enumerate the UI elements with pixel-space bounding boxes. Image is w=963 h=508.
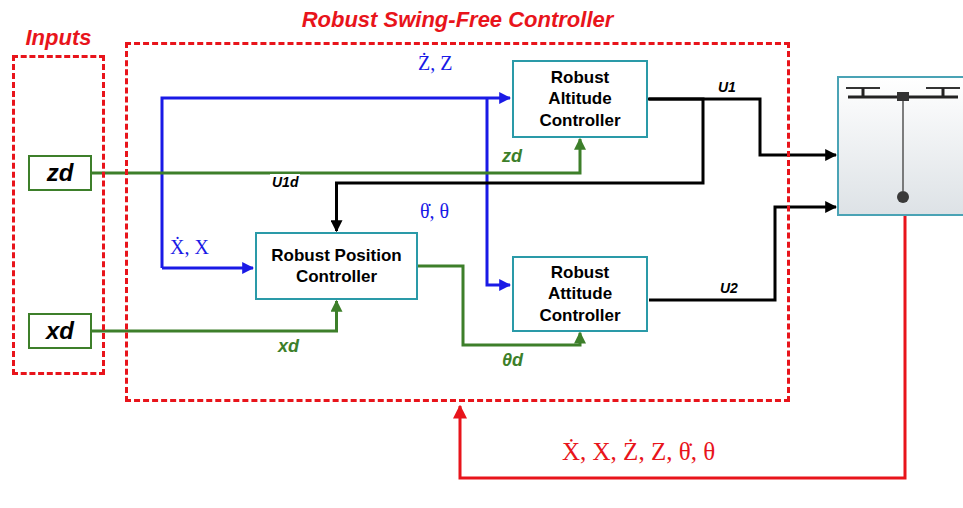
signal-connector <box>92 301 337 331</box>
controller-group: Robust Swing-Free ControllerRobust Altit… <box>125 42 790 402</box>
signal-label: U1d <box>270 174 300 190</box>
plant-frame <box>838 77 963 215</box>
signal-label: θd <box>500 350 525 371</box>
payload-ball <box>897 191 909 203</box>
state-wire <box>487 98 510 285</box>
state-label: Ẋ, X <box>168 236 211 259</box>
signal-connector <box>92 139 580 173</box>
node-text: zd <box>47 159 74 187</box>
group-heading: Robust Swing-Free Controller <box>88 7 827 33</box>
state-label: θ̇, θ <box>418 200 451 223</box>
state-label: Ż, Z <box>416 52 454 75</box>
state-wire <box>162 267 253 270</box>
node-text: Robust Attitude Controller <box>520 262 640 326</box>
signal-label: U2 <box>718 280 740 296</box>
group-heading: Inputs <box>0 25 142 51</box>
quad-body <box>897 92 909 101</box>
node-text: Robust Altitude Controller <box>520 67 640 131</box>
feedback-wire <box>460 216 905 478</box>
quadrotor-illustration <box>838 77 963 215</box>
control-wire <box>649 207 836 300</box>
signal-label: zd <box>500 146 524 167</box>
signal-label: xd <box>276 336 301 357</box>
process-box: Robust Position Controller <box>255 232 418 300</box>
node-text: xd <box>46 317 74 345</box>
process-box: Robust Altitude Controller <box>512 60 648 138</box>
signal-label: U1 <box>716 79 738 95</box>
input-group: Inputszdxd <box>12 55 105 375</box>
process-box: Robust Attitude Controller <box>512 256 648 332</box>
control-wire <box>649 99 836 155</box>
node-text: Robust Position Controller <box>263 245 410 288</box>
input-box: zd <box>28 155 92 191</box>
cable <box>902 101 904 191</box>
input-box: xd <box>28 313 92 349</box>
feedback-label: Ẋ, X, Ż, Z, θ̇, θ <box>560 438 717 466</box>
